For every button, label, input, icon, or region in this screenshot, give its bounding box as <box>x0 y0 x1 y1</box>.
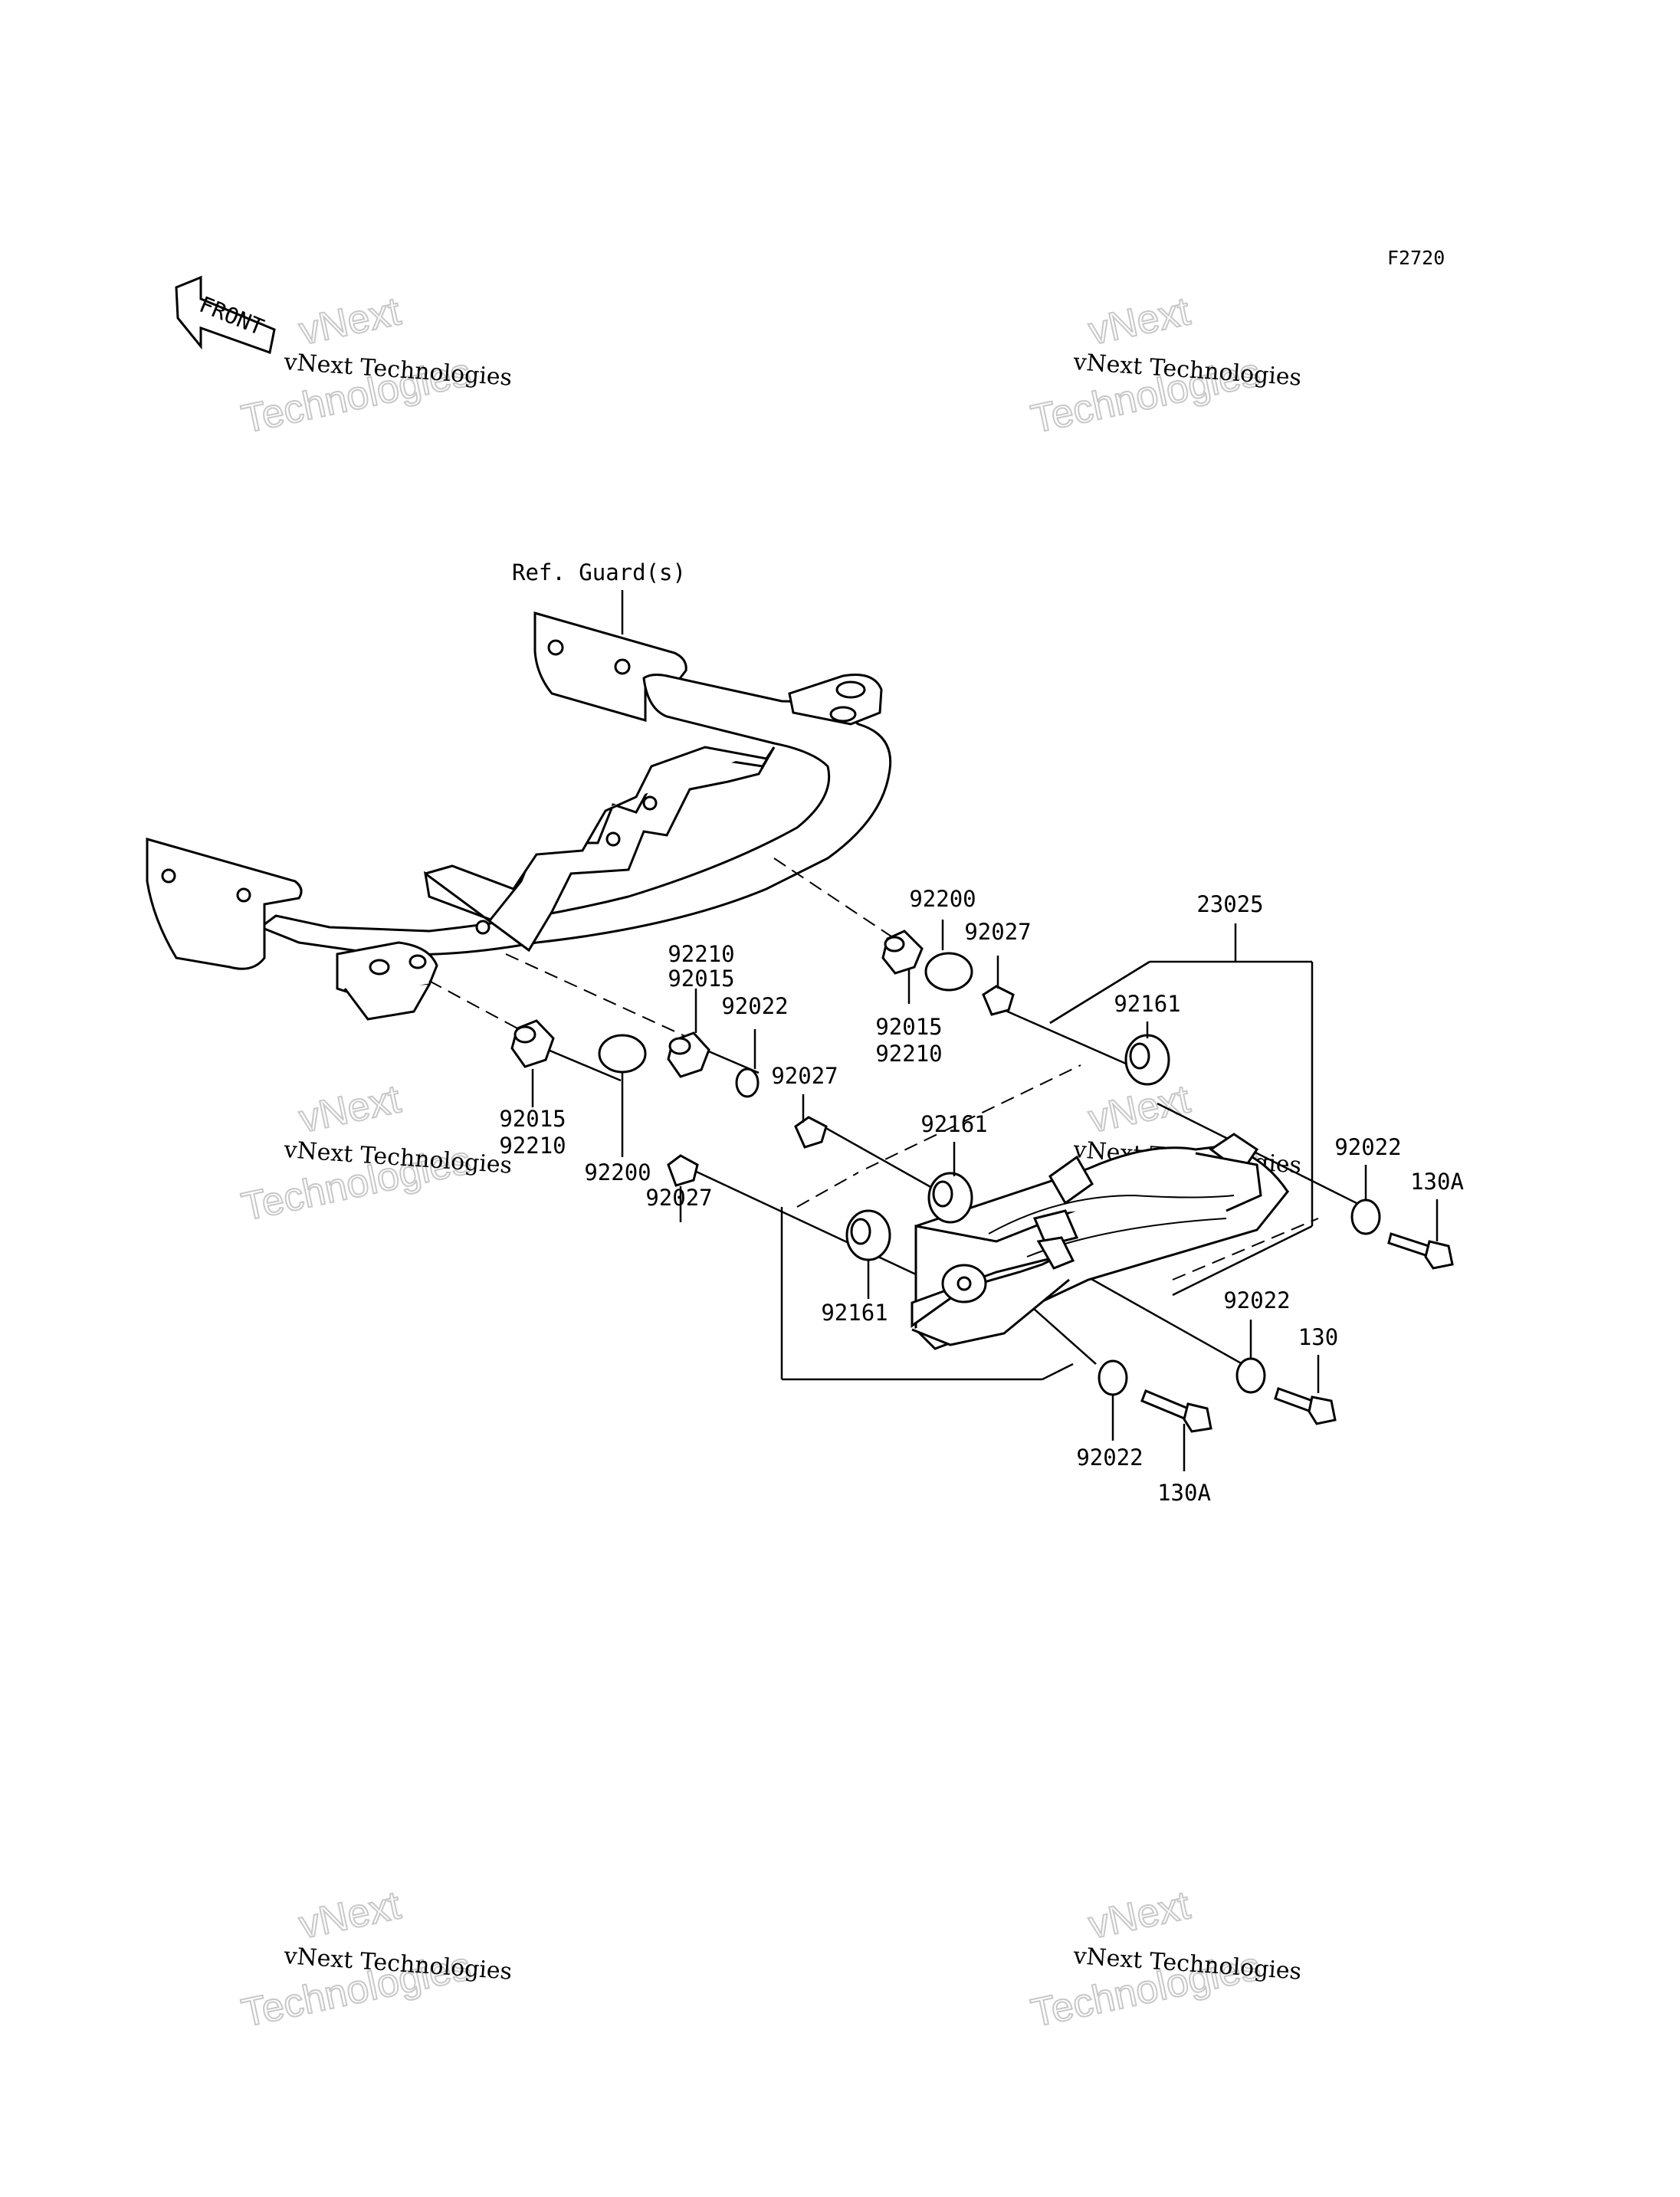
svg-text:vNext: vNext <box>295 1883 405 1947</box>
grommet-1 <box>1124 1034 1170 1086</box>
damper-top <box>924 952 973 992</box>
collar-middle <box>667 1031 710 1078</box>
callout-c3-line1: 92210 <box>668 941 734 967</box>
callout-c16: 130 <box>1298 1324 1338 1350</box>
callout-c1: 92200 <box>909 886 976 912</box>
bolt-right <box>1387 1232 1454 1270</box>
spacer-top <box>982 985 1015 1016</box>
washer-mid <box>735 1067 760 1098</box>
watermark-bottom-right: vNext Technologies vNext Technologies <box>1026 1882 1302 2036</box>
watermark-top-right: vNext Technologies vNext Technologies <box>1026 288 1302 442</box>
callout-c5-line1: 92015 <box>875 1014 942 1040</box>
ref-guard-label: Ref. Guard(s) <box>512 559 686 585</box>
washer-lower <box>1098 1359 1128 1396</box>
callout-c9-line1: 92015 <box>499 1106 566 1132</box>
washer-lower-right <box>1235 1357 1266 1394</box>
washer-right <box>1350 1199 1381 1235</box>
callout-c6: 92161 <box>1114 991 1180 1017</box>
grommet-3 <box>845 1209 891 1261</box>
callout-c3-line2: 92015 <box>668 966 734 992</box>
callout-c7: 92027 <box>771 1063 838 1089</box>
callout-c8: 92161 <box>920 1111 987 1137</box>
grommet-2 <box>927 1172 973 1224</box>
collar-top <box>881 930 924 975</box>
callout-c10: 92200 <box>584 1159 651 1185</box>
bolt-lower-right <box>1274 1387 1337 1425</box>
svg-text:vNext: vNext <box>1084 1883 1194 1947</box>
damper-left <box>598 1034 647 1074</box>
callout-c18: 130A <box>1157 1480 1211 1506</box>
callout-c15: 92022 <box>1223 1287 1290 1313</box>
svg-text:vNext: vNext <box>1084 289 1194 353</box>
guard-frame <box>146 612 892 1021</box>
callout-c9-line2: 92210 <box>499 1133 566 1159</box>
callout-c14: 92161 <box>821 1300 888 1326</box>
svg-text:vNext: vNext <box>295 1077 405 1141</box>
callout-c11: 92027 <box>645 1185 712 1211</box>
callout-c5-line2: 92210 <box>875 1041 942 1067</box>
callout-c17: 92022 <box>1076 1444 1143 1471</box>
front-arrow-icon: FRONT <box>175 275 276 354</box>
callout-c13: 130A <box>1410 1169 1464 1195</box>
assembly-bracket <box>780 923 1314 1381</box>
spacer-left <box>667 1154 699 1187</box>
collar-left <box>510 1019 555 1068</box>
assembly-part-number: 23025 <box>1196 891 1263 917</box>
svg-text:vNext: vNext <box>295 289 405 353</box>
watermark-top-left: vNext Technologies vNext Technologies <box>237 288 513 442</box>
diagram-code: F2720 <box>1387 247 1445 269</box>
callout-c4: 92022 <box>721 993 788 1019</box>
callout-c2: 92027 <box>964 919 1031 945</box>
bolt-lower <box>1140 1389 1212 1433</box>
spacer-mid <box>794 1116 828 1149</box>
turn-signal-assembly <box>911 1133 1290 1350</box>
watermark-middle-left: vNext Technologies vNext Technologies <box>237 1076 513 1230</box>
watermark-bottom-left: vNext Technologies vNext Technologies <box>237 1882 513 2036</box>
svg-text:vNext: vNext <box>1084 1077 1194 1141</box>
callout-c12: 92022 <box>1334 1134 1401 1160</box>
